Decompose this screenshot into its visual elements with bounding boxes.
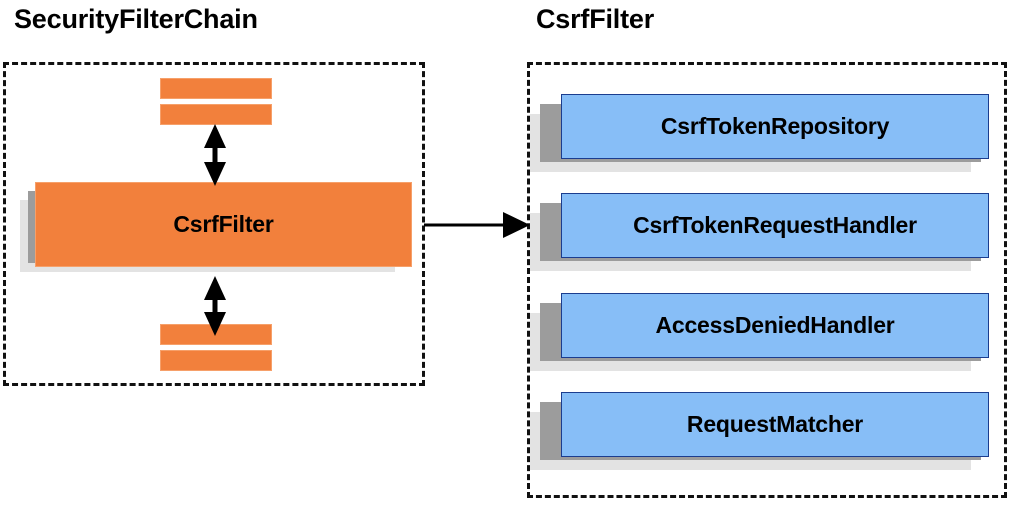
- panel-title-security-filter-chain: SecurityFilterChain: [14, 4, 258, 34]
- box-request-matcher[interactable]: RequestMatcher: [561, 392, 989, 457]
- collaborator-card-csrf-token-request-handler[interactable]: CsrfTokenRequestHandler: [530, 193, 992, 289]
- csrf-filter-chain-label: CsrfFilter: [173, 211, 274, 237]
- collaborator-card-request-matcher[interactable]: RequestMatcher: [530, 392, 992, 488]
- filter-above-1: [160, 78, 272, 99]
- box-csrf-token-request-handler[interactable]: CsrfTokenRequestHandler: [561, 193, 989, 258]
- box-csrf-token-repository[interactable]: CsrfTokenRepository: [561, 94, 989, 159]
- panel-title-csrf-filter: CsrfFilter: [536, 4, 655, 34]
- label-csrf-token-repository: CsrfTokenRepository: [660, 113, 890, 139]
- box-access-denied-handler[interactable]: AccessDeniedHandler: [561, 293, 989, 358]
- collaborator-card-access-denied-handler[interactable]: AccessDeniedHandler: [530, 293, 992, 389]
- label-access-denied-handler: AccessDeniedHandler: [655, 312, 895, 338]
- filter-below-1: [160, 324, 272, 345]
- panel-security-filter-chain: [3, 62, 425, 386]
- label-csrf-token-request-handler: CsrfTokenRequestHandler: [633, 212, 917, 238]
- csrf-filter-chain-box[interactable]: CsrfFilter: [35, 182, 412, 267]
- label-request-matcher: RequestMatcher: [686, 411, 864, 437]
- filter-below-2: [160, 350, 272, 371]
- collaborator-card-csrf-token-repository[interactable]: CsrfTokenRepository: [530, 94, 992, 190]
- csrf-filter-chain-card[interactable]: CsrfFilter: [20, 182, 412, 290]
- panel-expand-arrow: [424, 212, 530, 238]
- filter-above-2: [160, 104, 272, 125]
- panel-csrf-filter-detail: [527, 62, 1007, 498]
